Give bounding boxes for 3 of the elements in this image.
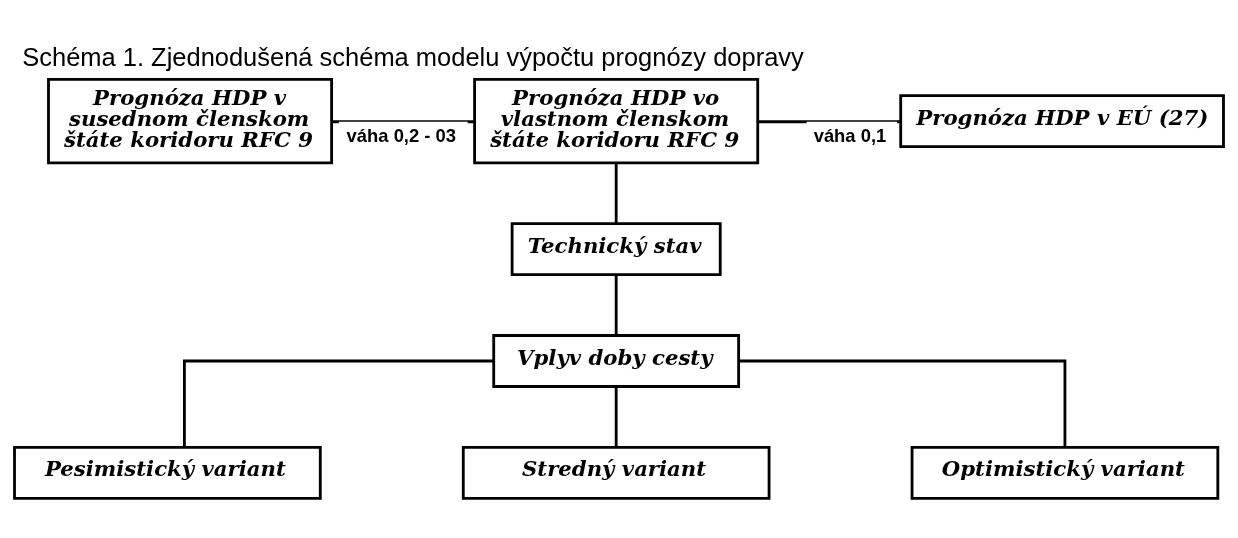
edge-label: váha 0,2 - 03: [346, 125, 457, 147]
edge-label: váha 0,1: [813, 125, 887, 147]
diagram-title: Schéma 1. Zjednodušená schéma modelu výpočtu prognózy dopravy: [22, 42, 804, 71]
